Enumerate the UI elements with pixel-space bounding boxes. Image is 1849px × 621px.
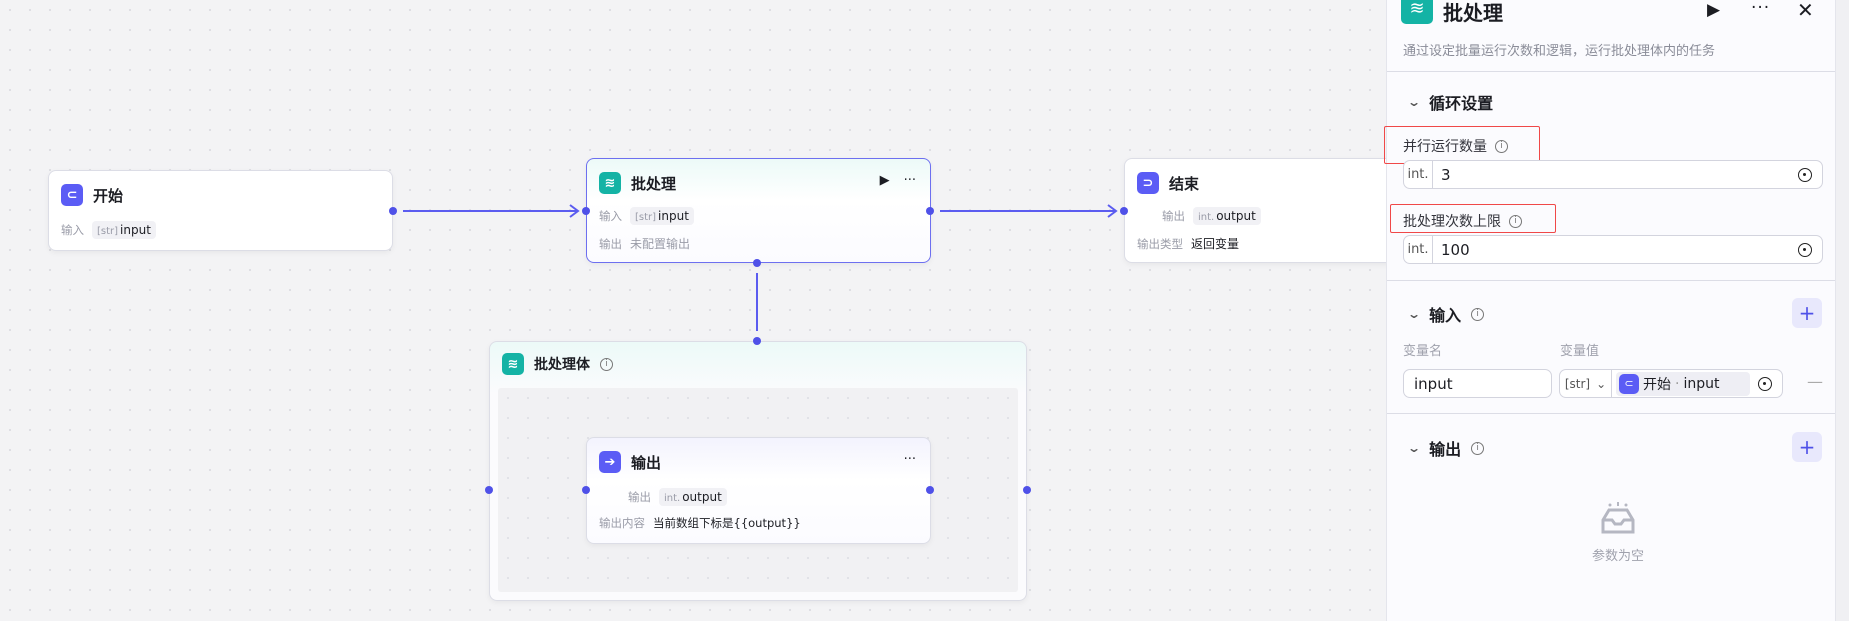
edge-batch-end: [940, 204, 1118, 218]
chevron-down-icon: ⌄: [1406, 441, 1422, 455]
output-label: 输出: [628, 490, 651, 504]
layers-icon: ≋: [502, 353, 524, 375]
run-icon[interactable]: ▶: [879, 173, 890, 188]
output-label: 输出: [1162, 209, 1185, 223]
info-icon[interactable]: i: [600, 357, 613, 371]
empty-inbox-icon: [1601, 502, 1635, 534]
edge-start-batch: [403, 204, 580, 218]
variable-ref-icon[interactable]: [1798, 167, 1812, 182]
end-node[interactable]: ⊃ 结束 输出 int.output 输出类型返回变量: [1124, 158, 1424, 263]
output-node[interactable]: ➔ 输出 ··· 输出 int.output 输出内容当前数组下标是{{output…: [586, 437, 931, 544]
output-tag: int.output: [1193, 207, 1261, 225]
output-icon: ➔: [599, 451, 621, 473]
chevron-down-icon: ⌄: [1596, 376, 1607, 391]
end-icon: ⊃: [1137, 172, 1159, 194]
variable-name-input[interactable]: input: [1403, 369, 1552, 398]
content-label: 输出内容: [599, 516, 645, 530]
chevron-down-icon: ⌄: [1406, 95, 1422, 109]
node-title: 输出: [631, 453, 662, 472]
divider: [1387, 280, 1835, 281]
variable-ref-icon[interactable]: [1798, 242, 1812, 257]
input-label: 输入: [599, 209, 622, 223]
run-button[interactable]: ▶: [1707, 0, 1721, 20]
start-output-handle[interactable]: [389, 207, 397, 215]
parallel-label: 并行运行数量: [1403, 139, 1487, 155]
input-tag: [str]input: [630, 207, 694, 225]
add-output-button[interactable]: +: [1792, 432, 1822, 462]
panel-title: 批处理: [1443, 1, 1503, 25]
batch-limit-input[interactable]: int. 100: [1403, 235, 1823, 264]
column-header-name: 变量名: [1403, 344, 1443, 359]
output-kind-label: 输出类型: [1137, 236, 1183, 251]
more-button[interactable]: ···: [1751, 0, 1771, 18]
info-icon[interactable]: i: [1495, 139, 1508, 153]
body-right-handle[interactable]: [1023, 486, 1031, 494]
output-tag: int.output: [659, 488, 727, 506]
output-kind-value: 返回变量: [1191, 237, 1240, 251]
body-top-handle[interactable]: [753, 337, 761, 345]
parallel-count-input[interactable]: int. 3: [1403, 160, 1823, 189]
output-section-header[interactable]: ⌄ 输出 i: [1406, 436, 1485, 460]
section-title: 输入: [1429, 306, 1462, 325]
content-value: 当前数组下标是{{output}}: [653, 516, 801, 530]
end-input-handle[interactable]: [1120, 207, 1128, 215]
container-title: 批处理体: [534, 357, 590, 373]
column-header-value: 变量值: [1560, 344, 1600, 359]
output-value: 未配置输出: [630, 237, 691, 251]
more-icon[interactable]: ···: [903, 173, 916, 188]
batch-body-handle[interactable]: [753, 259, 761, 267]
variable-ref-icon[interactable]: [1758, 376, 1772, 391]
panel-description: 通过设定批量运行次数和逻辑，运行批处理体内的任务: [1403, 44, 1716, 59]
input-value[interactable]: 100: [1441, 240, 1470, 259]
info-icon[interactable]: i: [1509, 214, 1522, 228]
node-title: 批处理: [631, 174, 677, 193]
type-label: int.: [1404, 161, 1433, 188]
workflow-canvas[interactable]: ⊂ 开始 输入 [str]input ≋ 批处理 ▶ ··· 输入 [str]input …: [0, 0, 1424, 621]
divider: [1387, 71, 1835, 72]
type-select[interactable]: [str]⌄: [1560, 370, 1612, 397]
remove-row-button[interactable]: —: [1807, 372, 1823, 391]
scrollbar[interactable]: [1835, 0, 1849, 621]
section-title: 输出: [1429, 440, 1462, 459]
body-left-handle[interactable]: [485, 486, 493, 494]
empty-text: 参数为空: [1591, 549, 1644, 564]
input-section-header[interactable]: ⌄ 输入 i: [1406, 302, 1485, 326]
divider: [1387, 413, 1835, 414]
output-output-handle[interactable]: [926, 486, 934, 494]
type-label: int.: [1404, 236, 1433, 263]
add-input-button[interactable]: +: [1792, 298, 1822, 328]
input-value[interactable]: input: [1414, 374, 1453, 393]
more-icon[interactable]: ···: [903, 452, 916, 467]
input-label: 输入: [61, 223, 84, 237]
batch-input-handle[interactable]: [582, 207, 590, 215]
batch-node[interactable]: ≋ 批处理 ▶ ··· 输入 [str]input 输出未配置输出: [586, 158, 931, 263]
input-value[interactable]: 3: [1441, 165, 1451, 184]
info-icon[interactable]: i: [1471, 307, 1485, 321]
batch-output-handle[interactable]: [926, 207, 934, 215]
close-button[interactable]: ✕: [1797, 0, 1814, 22]
node-title: 结束: [1169, 174, 1200, 193]
section-title: 循环设置: [1429, 94, 1494, 113]
input-tag: [str]input: [92, 221, 156, 239]
start-icon: ⊂: [61, 184, 83, 206]
node-title: 开始: [93, 186, 124, 205]
loop-section-header[interactable]: ⌄ 循环设置: [1406, 90, 1494, 114]
limit-label: 批处理次数上限: [1403, 214, 1501, 230]
variable-reference-chip[interactable]: ⊂开始·input: [1616, 371, 1750, 396]
info-icon[interactable]: i: [1471, 441, 1485, 455]
start-node[interactable]: ⊂ 开始 输入 [str]input: [48, 170, 393, 251]
output-label: 输出: [599, 236, 622, 251]
variable-value-field[interactable]: [str]⌄ ⊂开始·input: [1559, 369, 1783, 398]
highlight-box: [1390, 204, 1556, 233]
output-input-handle[interactable]: [582, 486, 590, 494]
chevron-down-icon: ⌄: [1406, 307, 1422, 321]
layers-icon: ≋: [1401, 0, 1433, 24]
node-settings-panel: ≋ 批处理 ▶ ··· ✕ 通过设定批量运行次数和逻辑，运行批处理体内的任务 ⌄…: [1384, 0, 1835, 621]
layers-icon: ≋: [599, 172, 621, 194]
start-icon: ⊂: [1619, 373, 1639, 394]
